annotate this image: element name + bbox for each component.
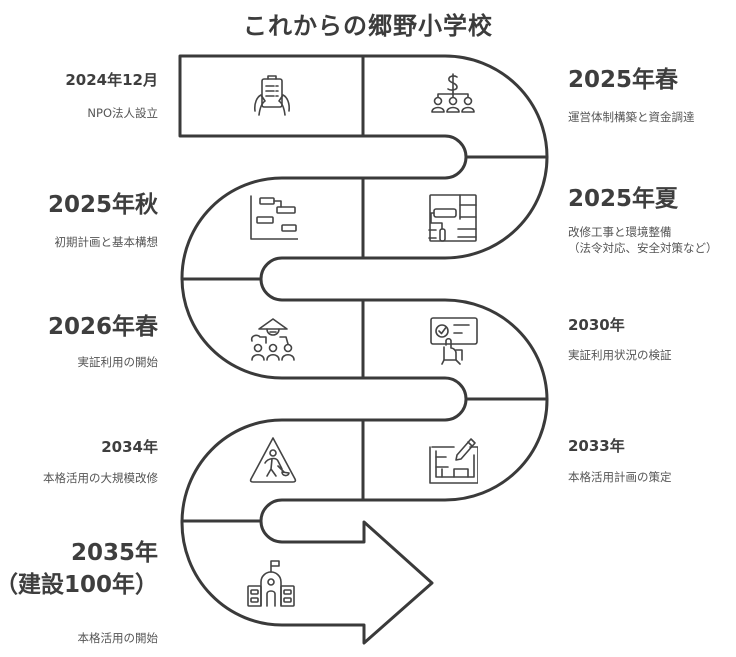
milestone-description: NPO法人設立 xyxy=(87,106,158,120)
milestone-2035: 2035年 （建設100年） 本格活用の開始 xyxy=(0,539,158,646)
milestone-description: 初期計画と基本構想 xyxy=(54,235,159,249)
milestone-description: 実証利用状況の検証 xyxy=(568,348,672,362)
milestone-2026-spring: 2026年春 実証利用の開始 xyxy=(48,313,158,370)
milestone-2025-spring: 2025年春 運営体制構築と資金調達 xyxy=(568,66,695,125)
milestone-date: 2024年12月 xyxy=(65,71,158,89)
funding-org-chart-icon xyxy=(428,71,478,121)
paint-roller-icon xyxy=(428,193,478,243)
milestone-2025-summer: 2025年夏 改修工事と環境整備 （法令対応、安全対策など） xyxy=(568,185,718,256)
blueprint-pencil-icon xyxy=(428,435,479,485)
milestone-2025-autumn: 2025年秋 初期計画と基本構想 xyxy=(48,191,158,250)
milestone-description: 本格活用の大規模改修 xyxy=(43,471,158,485)
construction-sign-icon xyxy=(248,435,298,485)
school-building-icon xyxy=(246,558,296,608)
milestone-date: 2035年 xyxy=(70,540,158,566)
clipboard-hands-icon xyxy=(247,71,297,121)
milestone-description: 本格活用計画の策定 xyxy=(568,470,672,484)
milestone-date-note: （建設100年） xyxy=(0,572,158,598)
page-title: これからの郷野小学校 xyxy=(243,12,493,40)
milestone-description: 本格活用の開始 xyxy=(77,631,159,645)
milestone-date: 2026年春 xyxy=(47,314,158,340)
milestone-date: 2033年 xyxy=(568,437,625,455)
milestone-2034: 2034年 本格活用の大規模改修 xyxy=(43,438,158,486)
milestone-description: 改修工事と環境整備 xyxy=(568,225,672,239)
milestone-date: 2030年 xyxy=(568,316,625,334)
milestone-date: 2034年 xyxy=(101,438,158,456)
milestone-description: 運営体制構築と資金調達 xyxy=(568,110,695,124)
milestone-2030: 2030年 実証利用状況の検証 xyxy=(568,316,672,363)
teacher-students-icon xyxy=(248,315,298,365)
milestone-date: 2025年夏 xyxy=(568,186,679,212)
flowchart-plan-icon xyxy=(248,193,299,243)
milestone-description: 実証利用の開始 xyxy=(77,355,159,369)
milestone-2033: 2033年 本格活用計画の策定 xyxy=(568,437,672,485)
milestone-2024-12: 2024年12月 NPO法人設立 xyxy=(65,71,158,121)
presentation-check-icon xyxy=(428,315,478,365)
milestone-description-note: （法令対応、安全対策など） xyxy=(568,241,718,255)
milestone-date: 2025年秋 xyxy=(47,192,158,218)
milestone-date: 2025年春 xyxy=(568,67,679,93)
